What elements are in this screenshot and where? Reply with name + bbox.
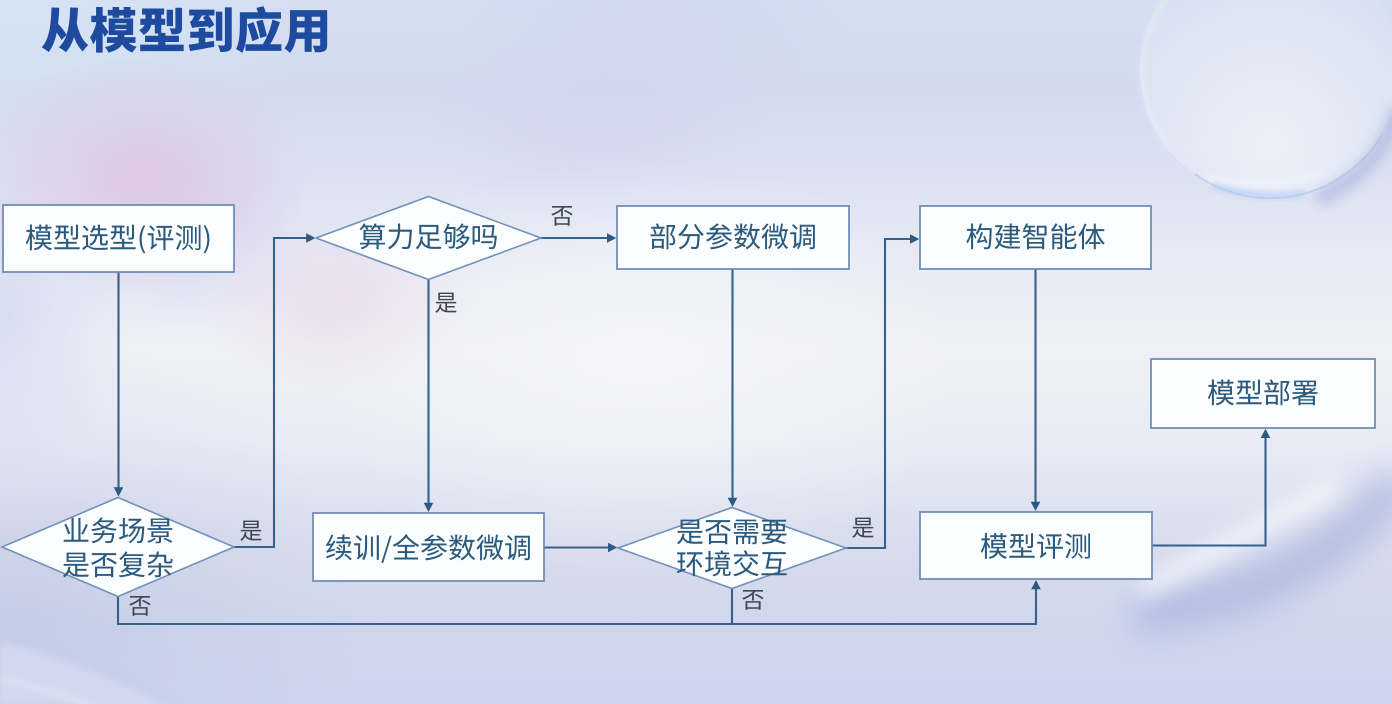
svg-text:模型评测: 模型评测 — [980, 526, 1092, 566]
svg-text:是否复杂: 是否复杂 — [62, 544, 174, 584]
svg-text:构建智能体: 构建智能体 — [965, 216, 1105, 256]
svg-text:否: 否 — [742, 581, 765, 615]
svg-text:环境交互: 环境交互 — [676, 543, 788, 583]
svg-text:算力足够吗: 算力足够吗 — [358, 216, 498, 256]
svg-text:模型部署: 模型部署 — [1207, 372, 1319, 412]
svg-text:否: 否 — [551, 197, 574, 231]
svg-text:是否需要: 是否需要 — [676, 511, 788, 551]
svg-text:业务场景: 业务场景 — [62, 510, 174, 550]
svg-text:是: 是 — [852, 509, 875, 543]
svg-text:是: 是 — [240, 512, 263, 546]
svg-text:模型选型(评测): 模型选型(评测) — [25, 217, 212, 257]
svg-text:否: 否 — [129, 587, 152, 621]
svg-text:部分参数微调: 部分参数微调 — [649, 216, 817, 256]
svg-text:续训/全参数微调: 续训/全参数微调 — [325, 527, 532, 567]
svg-text:是: 是 — [435, 284, 458, 318]
